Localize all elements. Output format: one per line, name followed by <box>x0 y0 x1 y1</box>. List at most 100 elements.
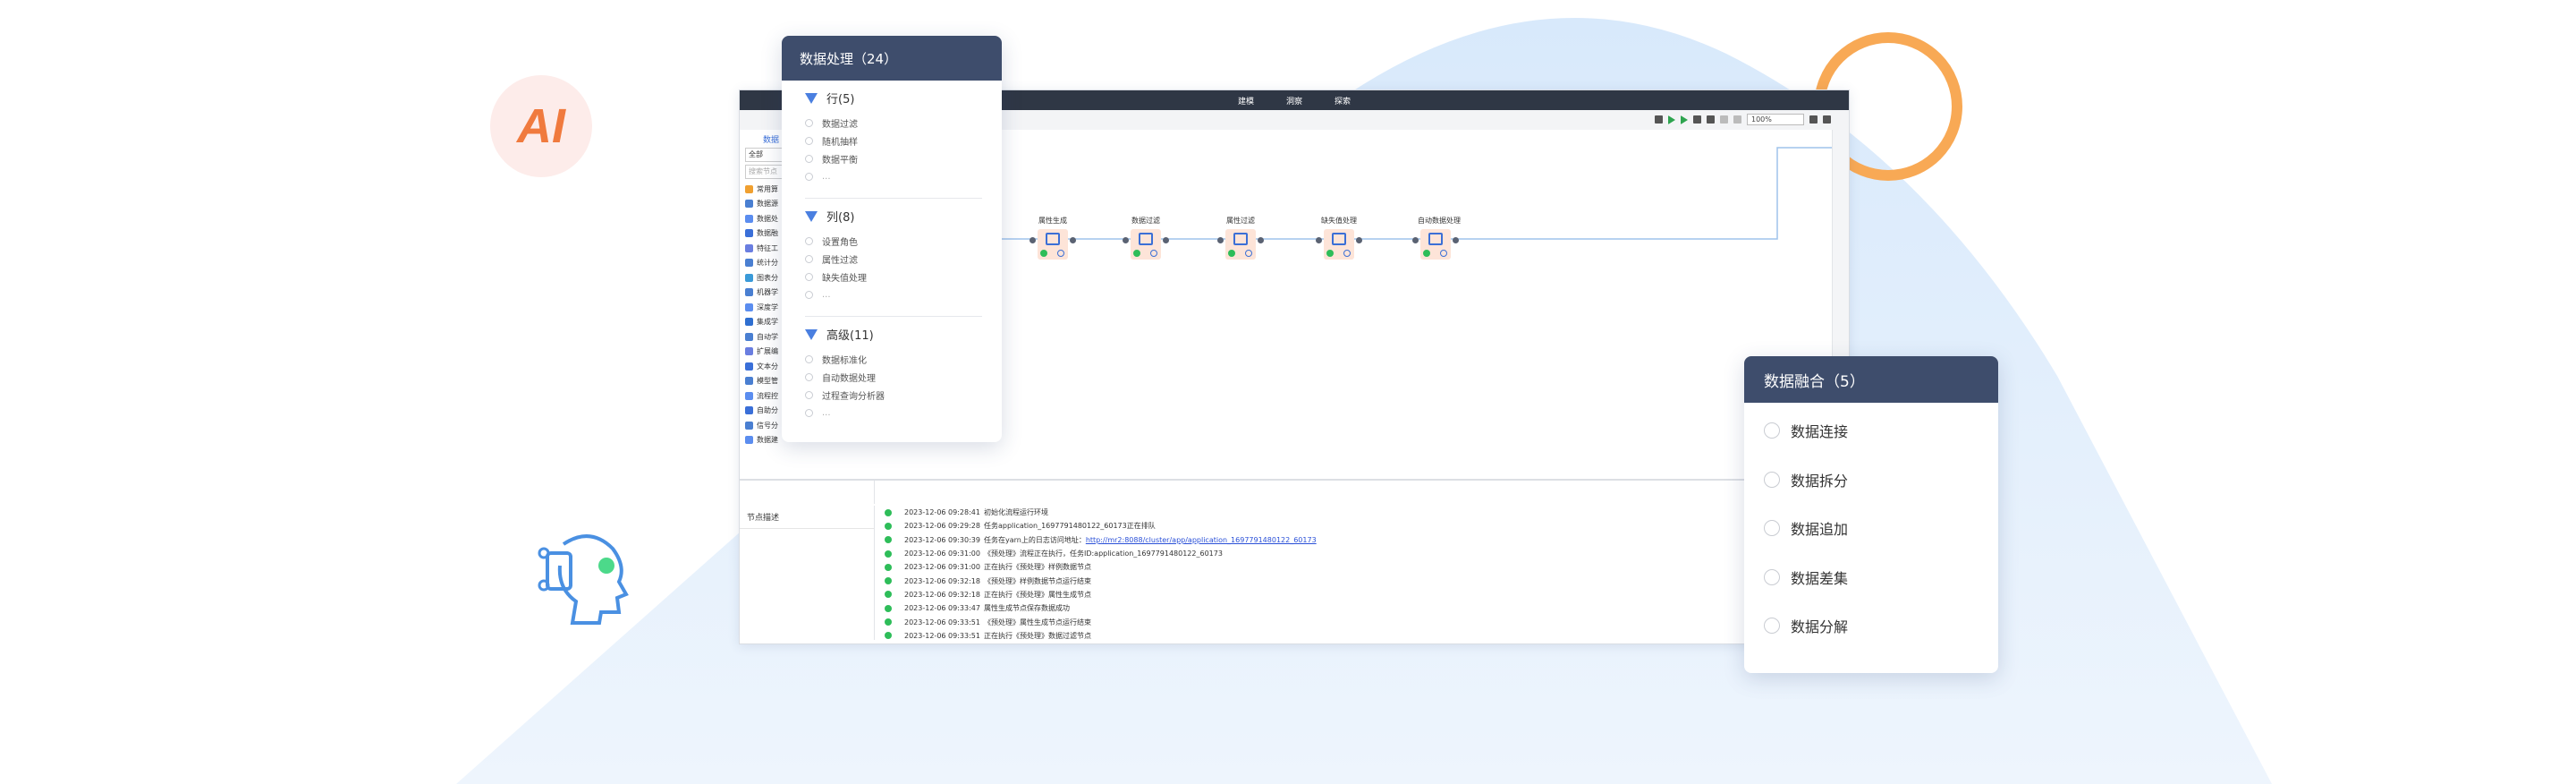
flow-node-box[interactable] <box>1225 229 1256 260</box>
fusion-option[interactable]: 数据追加 <box>1744 504 1998 553</box>
flow-node[interactable]: 缺失值处理 <box>1316 216 1362 260</box>
radio-icon[interactable] <box>805 236 813 245</box>
radio-icon[interactable] <box>805 290 813 299</box>
processing-option[interactable]: 数据平衡 <box>805 149 1002 167</box>
fusion-option[interactable]: 数据分解 <box>1744 601 1998 651</box>
radio-icon[interactable] <box>1764 520 1780 537</box>
category-item[interactable]: 扩展编 <box>740 345 874 360</box>
processing-option[interactable]: 数据标准化 <box>805 350 1002 368</box>
fusion-option[interactable]: 数据连接 <box>1744 406 1998 456</box>
category-item[interactable]: 数据源 <box>740 197 874 212</box>
fusion-option[interactable]: 数据拆分 <box>1744 456 1998 505</box>
radio-icon[interactable] <box>805 136 813 145</box>
flow-node[interactable]: 自动数据处理 <box>1412 216 1461 260</box>
run-icon[interactable] <box>1668 115 1675 124</box>
processing-option[interactable]: ... <box>805 404 1002 422</box>
collapse-triangle-icon[interactable] <box>805 328 818 340</box>
category-item[interactable]: 自动学 <box>740 329 874 345</box>
stop-icon[interactable] <box>1693 115 1701 124</box>
flow-node-box[interactable] <box>1038 229 1068 260</box>
panel-splitter[interactable] <box>740 479 1849 481</box>
radio-icon[interactable] <box>1764 471 1780 488</box>
input-port[interactable] <box>1316 237 1322 243</box>
radio-icon[interactable] <box>805 254 813 263</box>
output-port[interactable] <box>1070 237 1076 243</box>
radio-icon[interactable] <box>1764 568 1780 585</box>
section-header[interactable]: 行(5) <box>805 89 1002 107</box>
category-item[interactable]: 常用算 <box>740 182 874 197</box>
inspect-icon[interactable] <box>1057 250 1064 257</box>
radio-icon[interactable] <box>805 118 813 127</box>
inspect-icon[interactable] <box>1440 250 1447 257</box>
inspect-icon[interactable] <box>1343 250 1351 257</box>
fusion-option[interactable]: 数据差集 <box>1744 553 1998 602</box>
category-item[interactable]: 数据建 <box>740 433 874 448</box>
collapse-triangle-icon[interactable] <box>805 92 818 104</box>
radio-icon[interactable] <box>805 372 813 381</box>
radio-icon[interactable] <box>805 272 813 281</box>
processing-option[interactable]: 随机抽样 <box>805 132 1002 149</box>
flow-node-box[interactable] <box>1324 229 1354 260</box>
flow-canvas[interactable]: 属性生成 数据过滤 属性过滤 缺失值处理 自动数据处理 <box>874 130 1833 479</box>
flow-node-box[interactable] <box>1420 229 1451 260</box>
output-port[interactable] <box>1453 237 1459 243</box>
processing-option[interactable]: 过程查询分析器 <box>805 386 1002 404</box>
nav-insight[interactable]: 洞察 <box>1285 97 1302 107</box>
processing-option[interactable]: 设置角色 <box>805 232 1002 250</box>
processing-option[interactable]: 自动数据处理 <box>805 368 1002 386</box>
section-header[interactable]: 列(8) <box>805 208 1002 225</box>
zoom-select[interactable]: 100% <box>1747 114 1804 125</box>
category-item[interactable]: 数据融 <box>740 226 874 242</box>
output-port[interactable] <box>1163 237 1169 243</box>
input-port[interactable] <box>1030 237 1036 243</box>
nav-modeling[interactable]: 建模 <box>1237 97 1254 107</box>
inspect-icon[interactable] <box>1150 250 1157 257</box>
camera-icon[interactable] <box>1809 115 1818 124</box>
log-link[interactable]: http://mr2:8088/cluster/app/application_… <box>1085 535 1317 544</box>
radio-icon[interactable] <box>805 172 813 181</box>
processing-option[interactable]: 属性过滤 <box>805 250 1002 268</box>
category-item[interactable]: 机器学 <box>740 285 874 301</box>
input-port[interactable] <box>1412 237 1419 243</box>
category-item[interactable]: 信号分 <box>740 418 874 433</box>
category-item[interactable]: 特征工 <box>740 241 874 256</box>
category-item[interactable]: 图表分 <box>740 270 874 285</box>
processing-option[interactable]: ... <box>805 285 1002 303</box>
radio-icon[interactable] <box>805 408 813 417</box>
category-item[interactable]: 模型管 <box>740 374 874 389</box>
flow-node-box[interactable] <box>1131 229 1161 260</box>
input-port[interactable] <box>1217 237 1224 243</box>
processing-option[interactable]: ... <box>805 167 1002 185</box>
output-port[interactable] <box>1258 237 1264 243</box>
collapse-triangle-icon[interactable] <box>805 210 818 222</box>
flow-node[interactable]: 数据过滤 <box>1123 216 1169 260</box>
grid-icon[interactable] <box>1707 115 1715 124</box>
radio-icon[interactable] <box>805 354 813 363</box>
section-header[interactable]: 高级(11) <box>805 326 1002 343</box>
processing-option[interactable]: 数据过滤 <box>805 114 1002 132</box>
nav-explore[interactable]: 探索 <box>1335 97 1352 107</box>
category-item[interactable]: 流程控 <box>740 388 874 404</box>
inspect-icon[interactable] <box>1245 250 1252 257</box>
radio-icon[interactable] <box>1764 422 1780 439</box>
category-item[interactable]: 自助分 <box>740 404 874 419</box>
category-item[interactable]: 集成学 <box>740 315 874 330</box>
processing-option[interactable]: 缺失值处理 <box>805 268 1002 285</box>
category-item[interactable]: 深度学 <box>740 300 874 315</box>
radio-icon[interactable] <box>805 390 813 399</box>
input-port[interactable] <box>1123 237 1129 243</box>
settings-icon[interactable] <box>1823 115 1831 124</box>
category-item[interactable]: 统计分 <box>740 256 874 271</box>
flow-node[interactable]: 属性生成 <box>1030 216 1076 260</box>
undo-icon[interactable] <box>1720 115 1728 124</box>
category-item[interactable]: 数据处 <box>740 211 874 226</box>
output-port[interactable] <box>1356 237 1362 243</box>
radio-icon[interactable] <box>805 154 813 163</box>
run-to-icon[interactable] <box>1681 115 1688 124</box>
library-tab[interactable]: 数据 <box>763 136 780 145</box>
redo-icon[interactable] <box>1733 115 1741 124</box>
flow-node[interactable]: 属性过滤 <box>1217 216 1264 260</box>
save-icon[interactable] <box>1655 115 1663 124</box>
category-item[interactable]: 文本分 <box>740 359 874 374</box>
radio-icon[interactable] <box>1764 618 1780 635</box>
